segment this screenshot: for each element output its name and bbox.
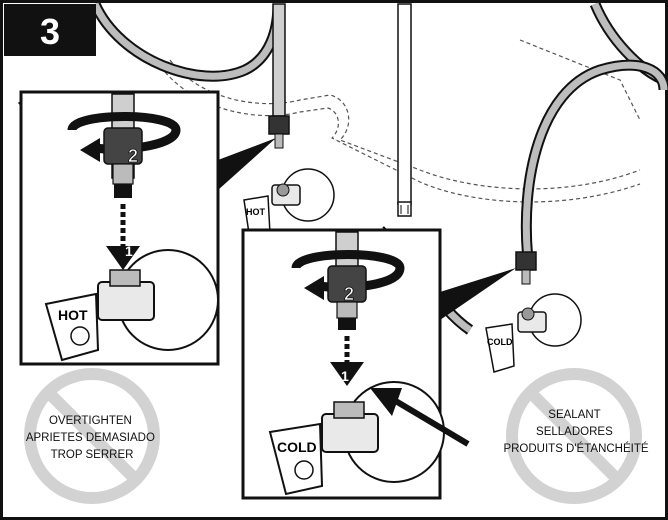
step-number: 3	[40, 11, 60, 52]
cold-supply-connector	[515, 251, 537, 285]
step-2-label-left: 2	[128, 146, 138, 166]
callout-left	[218, 138, 276, 190]
cold-label-small: COLD	[487, 337, 513, 347]
sink-outline	[164, 39, 641, 203]
no-overtighten-symbol: OVERTIGHTEN APRIETES DEMASIADO TROP SERR…	[24, 368, 160, 504]
step-number-box	[4, 4, 96, 56]
hose-right-loop	[520, 59, 668, 261]
sealant-pointer-arrow	[370, 388, 402, 416]
step-1-label-right: 1	[341, 368, 349, 384]
svg-text:OVERTIGHTEN APRIETES DEM: OVERTIGHTEN APRIETES DEMASIADO TROP SERR…	[26, 415, 158, 461]
step-1-label-left: 1	[125, 243, 133, 259]
push-arrow-icon-right	[330, 362, 364, 386]
warning-sealant-es: SELLADORES	[536, 426, 613, 438]
inset-cold: 2 1 COLD	[241, 228, 470, 500]
warning-sealant-fr: PRODUITS D'ÉTANCHÉITÉ	[503, 442, 648, 455]
hot-label-small: HOT	[246, 207, 266, 217]
cold-valve-small: COLD	[485, 293, 582, 373]
warning-overtighten-fr: TROP SERRER	[51, 449, 134, 461]
hot-supply-tube	[268, 3, 290, 149]
warning-sealant-en: SEALANT	[548, 409, 600, 421]
center-tube	[397, 3, 412, 217]
step-2-label-right: 2	[344, 284, 354, 304]
no-sealant-symbol: SEALANT SELLADORES PRODUITS D'ÉTANCHÉITÉ	[503, 368, 649, 504]
callout-right	[440, 268, 516, 320]
svg-text:SEALANT SELLADORES: SEALANT SELLADORES PRODUITS D'ÉTANCHÉITÉ	[503, 409, 648, 455]
push-arrow-icon	[106, 246, 140, 270]
warning-overtighten-es: APRIETES DEMASIADO	[26, 432, 155, 444]
cold-label-inset: COLD	[277, 439, 317, 455]
warning-overtighten-en: OVERTIGHTEN	[49, 415, 132, 427]
inset-hot: 2 1 HOT	[19, 90, 220, 366]
hot-label-inset: HOT	[58, 307, 88, 323]
